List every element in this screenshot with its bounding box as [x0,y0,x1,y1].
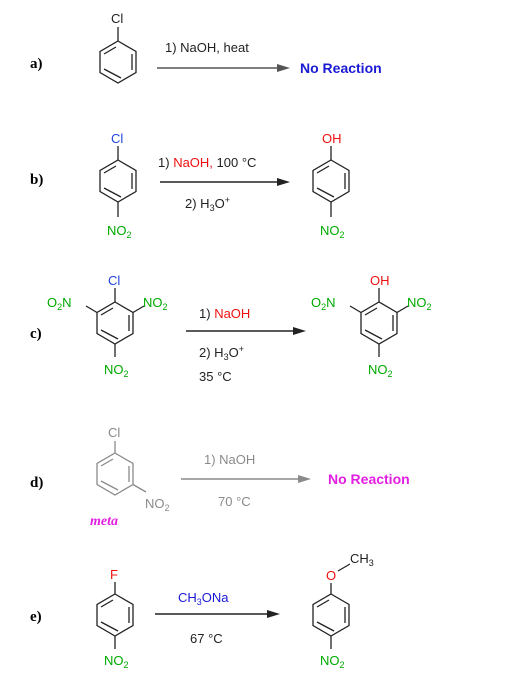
substituent-no2-e: NO2 [104,653,129,670]
arrow-e [155,610,280,618]
label-b: b) [30,172,43,188]
reactant-ring-b [99,146,137,217]
reaction-a: a) Cl 1) NaOH, heat No Reaction [30,11,382,84]
product-oh-b: OH [322,131,342,146]
substituent-no2-right-c: NO2 [143,295,168,312]
arrow-b [160,178,290,186]
substituent-no2-b: NO2 [107,223,132,240]
product-no2-right-c: NO2 [407,295,432,312]
product-ring-e [312,563,351,649]
conditions-bottom-c: 2) H3O+ [199,344,244,362]
substituent-cl-a: Cl [111,11,123,26]
temperature-e: 67 °C [190,631,223,646]
substituent-cl-c: Cl [108,273,120,288]
temperature-d: 70 °C [218,494,251,509]
substituent-o2n-c: O2N [47,295,72,312]
reaction-c: c) Cl O2N NO2 NO2 1) NaOH 2) H3O+ 35 °C [30,273,432,384]
arrow-c [186,327,306,335]
conditions-bottom-b: 2) H3O+ [185,195,230,213]
arrow-d [181,475,311,483]
conditions-top-e: CH3ONa [178,590,229,607]
product-oh-c: OH [370,273,390,288]
conditions-top-b: 1) NaOH, 100 °C [158,155,256,170]
substituent-no2-d: NO2 [145,496,170,513]
reaction-d: d) Cl NO2 meta 1) NaOH 70 °C No Reaction [30,425,410,529]
product-no2-b: NO2 [320,223,345,240]
product-no2-e: NO2 [320,653,345,670]
label-a: a) [30,56,43,72]
reactant-ring-d [96,441,147,496]
conditions-top-c: 1) NaOH [199,306,250,321]
substituent-no2-bottom-c: NO2 [104,362,129,379]
product-methyl-e: CH3 [350,551,374,568]
reaction-b: b) Cl NO2 1) NaOH, 100 °C 2) H3O+ OH NO2 [30,131,350,240]
reactant-ring-e [96,582,134,649]
product-ring-b [312,146,350,217]
label-d: d) [30,475,43,491]
chlorobenzene-ring [99,27,137,84]
conditions-top-d: 1) NaOH [204,452,255,467]
result-no-reaction-d: No Reaction [328,471,410,487]
conditions-a: 1) NaOH, heat [165,40,249,55]
product-ring-c [349,288,409,357]
label-e: e) [30,609,42,625]
arrow-a [157,64,290,72]
reactant-ring-c [85,288,145,357]
product-oxygen-e: O [326,568,336,583]
reaction-e: e) F NO2 CH3ONa 67 °C O CH3 NO2 [30,551,374,670]
substituent-cl-b: Cl [111,131,123,146]
substituent-cl-d: Cl [108,425,120,440]
product-no2-bottom-c: NO2 [368,362,393,379]
label-c: c) [30,326,42,342]
product-o2n-c: O2N [311,295,336,312]
substituent-f-e: F [110,567,118,582]
temperature-c: 35 °C [199,369,232,384]
meta-label: meta [90,514,118,529]
result-no-reaction-a: No Reaction [300,60,382,76]
